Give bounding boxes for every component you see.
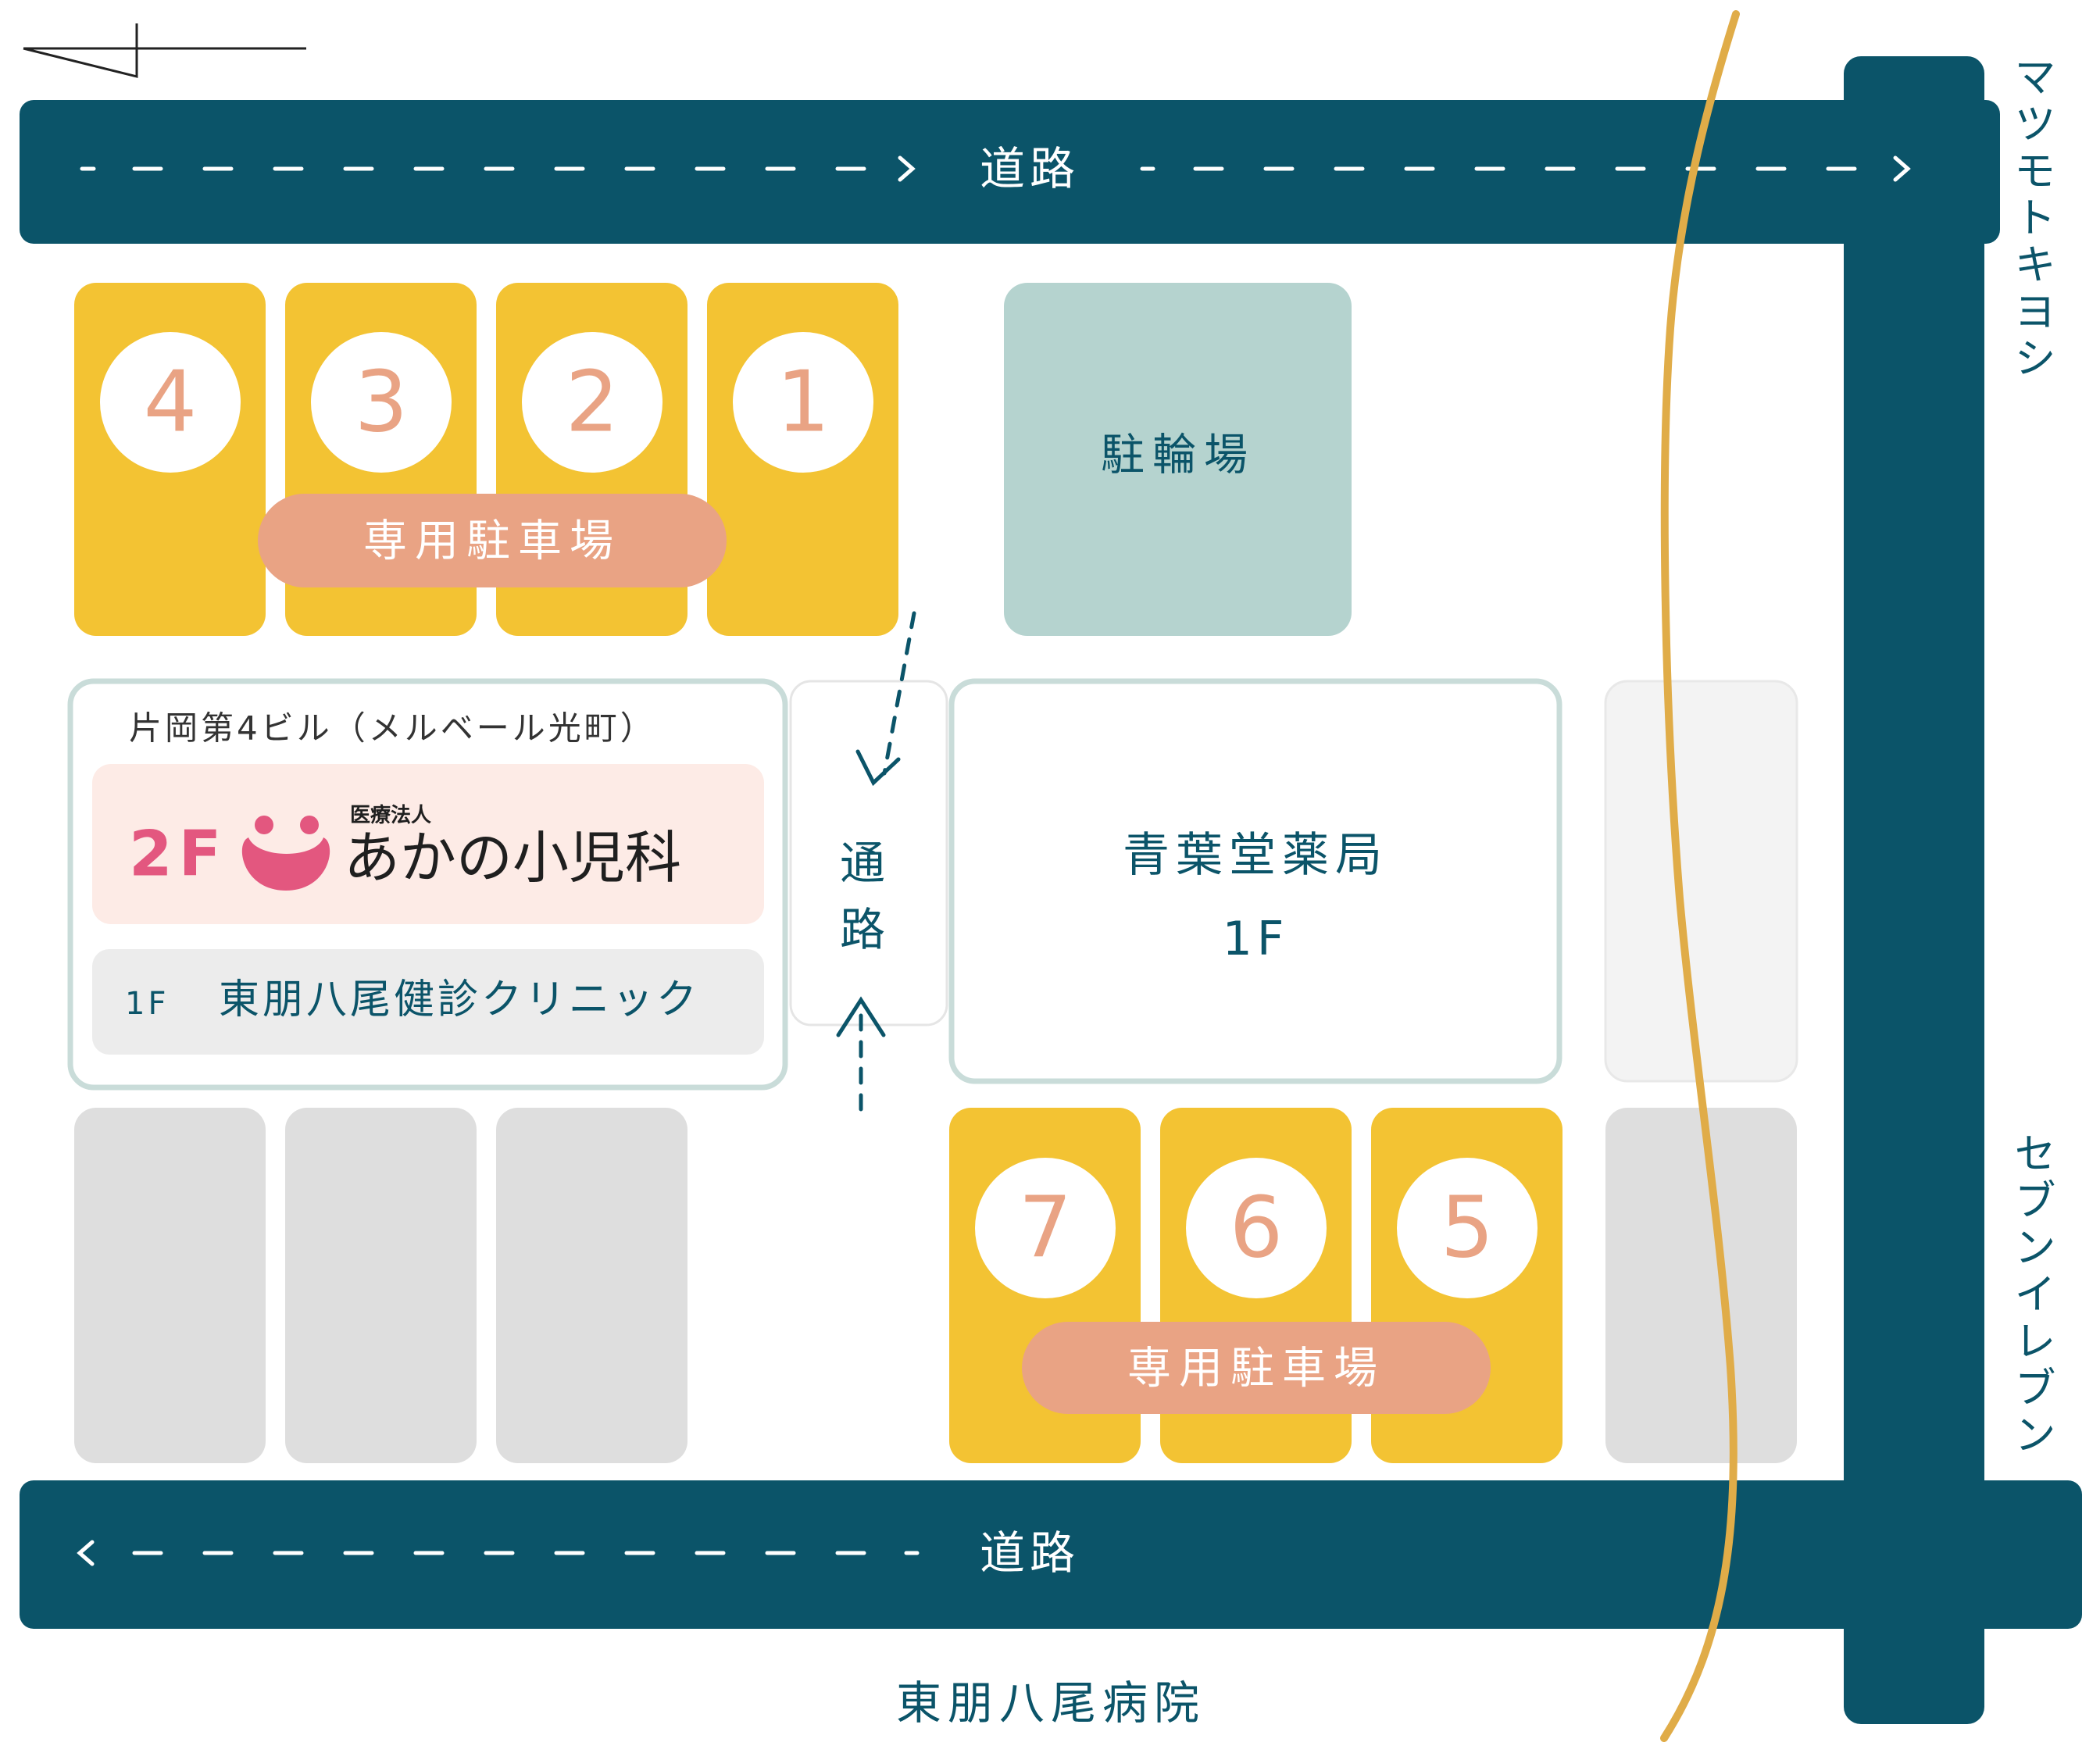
passage-label-2: 路 [840,903,885,956]
chevron-arrow-icon [77,1540,95,1566]
chevron-arrow-icon [1893,155,1911,182]
gray-lot-3 [496,1108,688,1463]
seven-eleven-label: セブンイレブン [2007,1131,2056,1459]
gray-lot-1 [74,1108,266,1463]
tohou-yao-hospital-label: 東朋八尾病院 [896,1676,1205,1730]
gray-lot-2 [285,1108,477,1463]
clinic-prefix: 医療法人 [350,804,431,827]
side-lot-upper [1604,680,1798,1083]
bicycle-parking [1004,283,1352,636]
right-road [1844,56,1984,1724]
railway-line [1660,10,1740,1742]
bicycle-parking-label: 駐輪場 [1101,430,1255,481]
chevron-arrow-icon [898,155,916,182]
floor2-panel [92,764,764,924]
clinic-name: あかの小児科 [344,825,681,891]
top-road [20,100,2000,244]
parking-label-top: 専用駐車場 [363,516,621,567]
parking-label-top-bg [258,494,727,587]
floor1-panel [92,949,764,1055]
parking-label-bottom-bg [1022,1322,1491,1414]
parking-number-2: 2 [566,354,620,452]
matsumoto-kiyoshi-label: マツモトキヨシ [2007,55,2056,383]
parking-bottom: 7 6 5 専用駐車場 [949,1108,1562,1463]
floor1-label: 1F [125,986,169,1022]
parking-number-6: 6 [1230,1180,1284,1277]
pharmacy-name: 青葉堂薬局 [1123,828,1388,883]
parking-label-bottom: 専用駐車場 [1127,1344,1385,1394]
north-arrow-icon [23,23,306,78]
parking-number-1: 1 [777,354,830,452]
parking-number-7: 7 [1019,1180,1073,1277]
floor1-clinic-name: 東朋八尾健診クリニック [219,976,700,1023]
pharmacy-floor: 1F [1223,912,1289,966]
passage-area [789,680,948,1026]
top-road-label: 道路 [980,142,1080,195]
building-name: 片岡第4ビル（メルベール光町） [129,709,656,748]
parking-top: 4 3 2 1 専用駐車場 [74,283,898,636]
parking-number-3: 3 [355,354,409,452]
passage-arrow-down [855,611,916,787]
bottom-road-direction [77,1540,920,1566]
smile-face-icon [241,816,330,891]
top-road-direction [80,155,1911,182]
bottom-road-label: 道路 [980,1526,1080,1580]
passage-label-1: 通 [840,837,885,890]
passage-arrow-up [836,996,886,1121]
parking-number-4: 4 [144,354,198,452]
pharmacy-outline [948,678,1562,1084]
parking-number-5: 5 [1441,1180,1495,1277]
floor2-label: 2F [129,818,227,891]
side-lot-lower [1605,1108,1797,1463]
bottom-road [20,1480,2082,1629]
